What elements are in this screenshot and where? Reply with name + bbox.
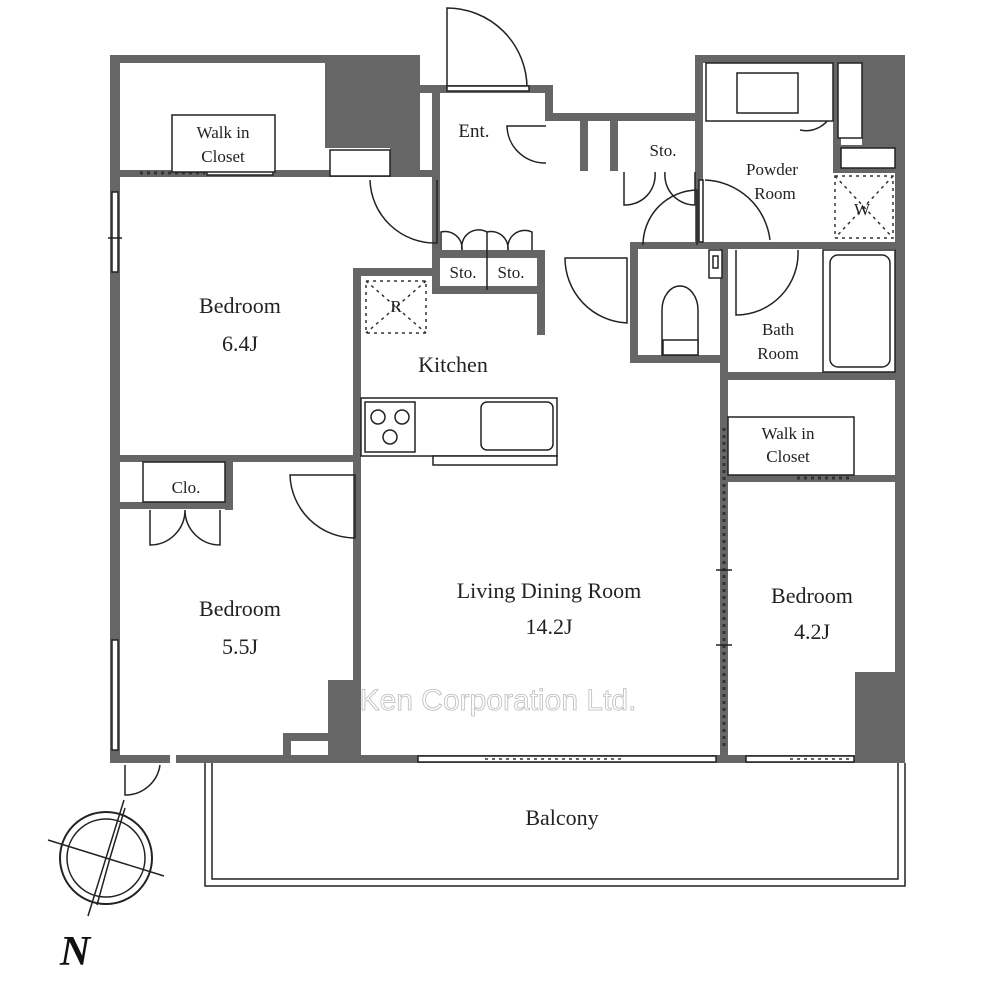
north-label: N <box>59 929 92 975</box>
watermark: Ken Corporation Ltd. <box>360 684 637 717</box>
room-labels: Walk in Closet Ent. Sto. Powder Room W R… <box>172 121 871 830</box>
wic-right-box <box>727 416 855 476</box>
bedroom1-name: Bedroom <box>199 293 281 318</box>
entrance-label: Ent. <box>458 121 489 142</box>
bath-label-1: Bath <box>762 320 795 339</box>
powder-label-1: Powder <box>746 160 798 179</box>
washer-label: W <box>854 200 871 219</box>
bedroom3-size: 4.2J <box>794 619 831 644</box>
wic-right-label-2: Closet <box>766 447 810 466</box>
closet-label: Clo. <box>172 478 201 497</box>
toilet-icon <box>661 285 699 356</box>
bedroom2-size: 5.5J <box>222 634 259 659</box>
wic-top-label-1: Walk in <box>197 123 250 142</box>
compass-icon: N <box>47 799 165 975</box>
bedroom2-name: Bedroom <box>199 596 281 621</box>
fridge-space <box>365 280 427 334</box>
fixtures <box>142 62 906 887</box>
storage-top-label: Sto. <box>650 141 677 160</box>
fridge-label: R <box>390 297 402 316</box>
doors <box>124 7 834 796</box>
bedroom1-size: 6.4J <box>222 331 259 356</box>
bedroom3-name: Bedroom <box>771 583 853 608</box>
storage-b-label: Sto. <box>498 263 525 282</box>
wic-top-box <box>171 114 276 173</box>
windows <box>108 170 855 763</box>
wic-right-label-1: Walk in <box>762 424 815 443</box>
living-name: Living Dining Room <box>457 578 642 603</box>
balcony-railing <box>204 763 906 887</box>
balcony-label: Balcony <box>525 805 598 830</box>
wic-top-label-2: Closet <box>201 147 245 166</box>
sink-icon <box>480 401 554 451</box>
bathtub-icon <box>829 254 891 368</box>
living-size: 14.2J <box>525 614 573 639</box>
kitchen-label: Kitchen <box>418 352 488 377</box>
powder-label-2: Room <box>754 184 796 203</box>
bath-label-2: Room <box>757 344 799 363</box>
storage-a-label: Sto. <box>450 263 477 282</box>
washer-space <box>834 175 894 239</box>
